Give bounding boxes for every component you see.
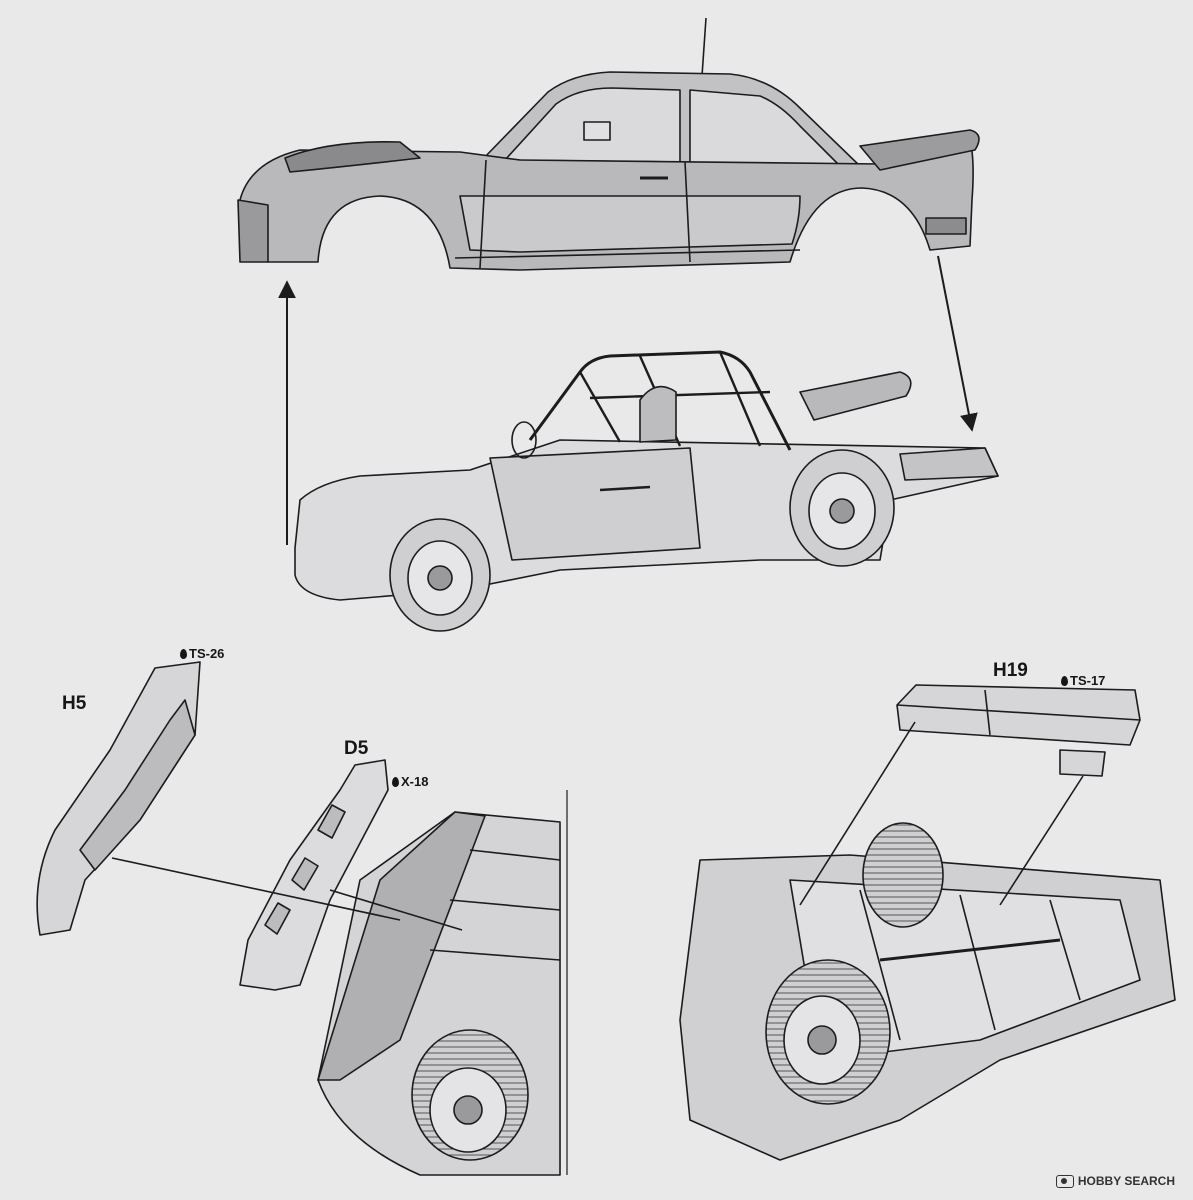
front-bumper-wheel (411, 1029, 529, 1161)
part-d5-bumper-bracket (239, 759, 389, 991)
paint-code: TS-17 (1070, 673, 1106, 688)
watermark-text: HOBBY SEARCH (1077, 1174, 1175, 1188)
part-label-h5: H5 (62, 693, 87, 714)
paint-code: X-18 (401, 774, 429, 789)
paint-drop-icon (392, 776, 399, 787)
paint-code: TS-26 (189, 646, 225, 661)
watermark: HOBBY SEARCH (1055, 1174, 1175, 1188)
paint-drop-icon (180, 648, 187, 659)
paint-drop-icon (1061, 675, 1068, 686)
chassis-rear-wheel (789, 449, 895, 567)
guide-line-h5 (111, 857, 401, 921)
chassis-front-wheel (389, 518, 491, 632)
body-shell (237, 17, 980, 271)
paint-callout-x18: X-18 (392, 774, 428, 789)
guide-line-h19-right (999, 775, 1084, 906)
part-label-h19: H19 (993, 660, 1028, 681)
paint-callout-ts26: TS-26 (180, 646, 224, 661)
guide-line-d5 (329, 889, 463, 931)
assembly-arrow-rear (937, 255, 978, 432)
part-label-d5: D5 (344, 738, 369, 759)
camera-icon (1055, 1174, 1074, 1188)
part-h19-underbody-panel (896, 684, 1141, 777)
underside-wheel-bottom (765, 959, 891, 1105)
part-h5-front-spoiler (36, 661, 201, 936)
guide-line-h19-left (799, 721, 916, 906)
paint-callout-ts17: TS-17 (1061, 673, 1105, 688)
underside-wheel-top (862, 822, 944, 928)
